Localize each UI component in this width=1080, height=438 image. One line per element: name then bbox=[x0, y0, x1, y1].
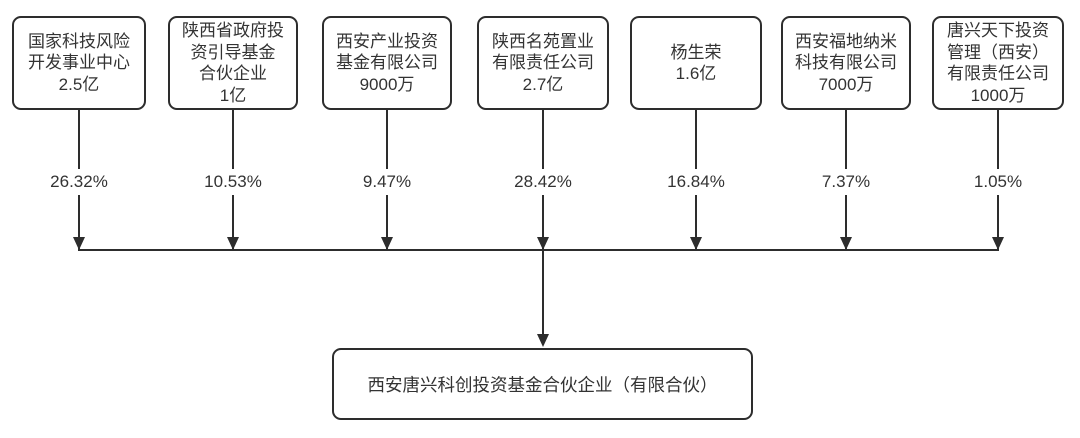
down-arrowhead-icon bbox=[537, 334, 549, 347]
investor-name-line: 合伙企业 bbox=[199, 64, 267, 83]
ownership-percent: 9.47% bbox=[356, 169, 418, 195]
investor-name-line: 国家科技风险 bbox=[28, 31, 130, 51]
ownership-percent: 7.37% bbox=[815, 169, 877, 195]
ownership-percent: 28.42% bbox=[508, 169, 578, 195]
investor-name-line: 有限责任公司 bbox=[947, 64, 1049, 83]
investor-name-line: 杨生荣 bbox=[670, 42, 722, 62]
investor-name-line: 有限责任公司 bbox=[492, 53, 594, 73]
ownership-percent: 10.53% bbox=[198, 169, 268, 195]
ownership-percent: 26.32% bbox=[44, 169, 114, 195]
investor-box-1: 国家科技风险 开发事业中心 2.5亿 bbox=[12, 16, 146, 110]
investor-box-4: 陕西名苑置业 有限责任公司 2.7亿 bbox=[477, 16, 609, 110]
investor-name-line: 西安产业投资 bbox=[336, 31, 438, 51]
investor-box-7: 唐兴天下投资 管理（西安） 有限责任公司 1000万 bbox=[932, 16, 1064, 110]
investor-amount: 1.6亿 bbox=[675, 64, 717, 83]
investor-amount: 1000万 bbox=[970, 85, 1026, 105]
investor-box-2: 陕西省政府投 资引导基金 合伙企业 1亿 bbox=[168, 16, 298, 110]
down-arrowhead-icon bbox=[381, 237, 393, 250]
investor-box-5: 杨生荣 1.6亿 bbox=[630, 16, 762, 110]
investor-amount: 2.7亿 bbox=[522, 74, 564, 94]
investor-amount: 9000万 bbox=[359, 74, 415, 94]
investor-box-6: 西安福地纳米 科技有限公司 7000万 bbox=[781, 16, 911, 110]
investor-name-line: 陕西省政府投 bbox=[182, 21, 284, 40]
ownership-percent: 16.84% bbox=[661, 169, 731, 195]
target-connector-line bbox=[542, 251, 544, 334]
investor-amount: 2.5亿 bbox=[58, 74, 100, 94]
down-arrowhead-icon bbox=[227, 237, 239, 250]
investor-box-3: 西安产业投资 基金有限公司 9000万 bbox=[322, 16, 452, 110]
investor-amount: 1亿 bbox=[219, 85, 247, 105]
investor-name-line: 科技有限公司 bbox=[795, 53, 897, 73]
investor-name-line: 管理（西安） bbox=[947, 42, 1049, 62]
collector-line bbox=[78, 249, 999, 251]
investor-name-line: 开发事业中心 bbox=[28, 53, 130, 73]
investor-name-line: 陕西名苑置业 bbox=[492, 31, 594, 51]
down-arrowhead-icon bbox=[840, 237, 852, 250]
target-entity-name: 西安唐兴科创投资基金合伙企业（有限合伙） bbox=[367, 374, 718, 395]
ownership-percent: 1.05% bbox=[967, 169, 1029, 195]
investor-amount: 7000万 bbox=[818, 74, 874, 94]
target-entity-box: 西安唐兴科创投资基金合伙企业（有限合伙） bbox=[332, 348, 753, 420]
down-arrowhead-icon bbox=[537, 237, 549, 250]
investor-name-line: 基金有限公司 bbox=[336, 53, 438, 73]
investor-name-line: 唐兴天下投资 bbox=[947, 21, 1049, 40]
investor-name-line: 资引导基金 bbox=[190, 42, 276, 62]
down-arrowhead-icon bbox=[73, 237, 85, 250]
down-arrowhead-icon bbox=[690, 237, 702, 250]
down-arrowhead-icon bbox=[992, 237, 1004, 250]
investor-name-line: 西安福地纳米 bbox=[795, 31, 897, 51]
